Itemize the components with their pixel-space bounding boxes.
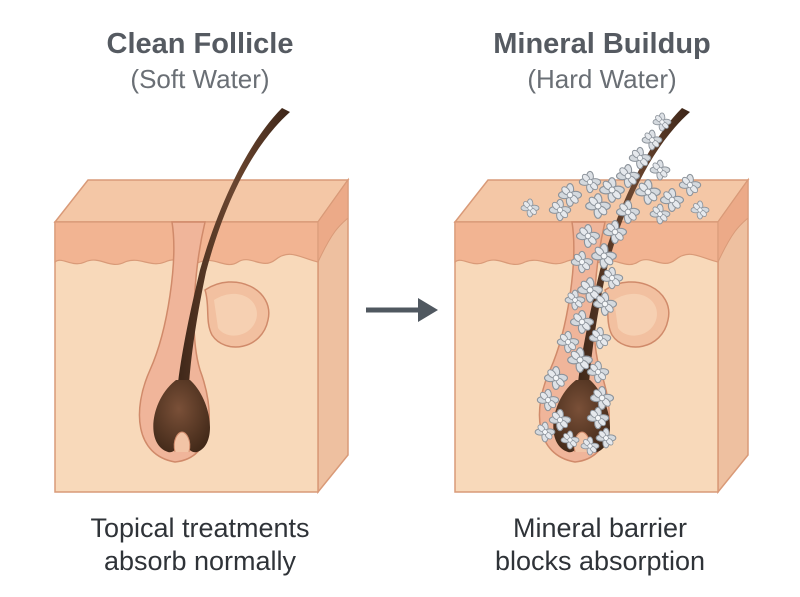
right-skin-block <box>455 108 748 492</box>
left-caption-line2: absorb normally <box>20 545 380 578</box>
right-caption-line2: blocks absorption <box>420 545 780 578</box>
right-caption-line1: Mineral barrier <box>420 512 780 545</box>
right-panel-caption: Mineral barrier blocks absorption <box>420 512 780 578</box>
left-panel-caption: Topical treatments absorb normally <box>20 512 380 578</box>
left-caption-line1: Topical treatments <box>20 512 380 545</box>
right-arrow-icon <box>366 298 438 322</box>
left-skin-block <box>55 108 348 492</box>
